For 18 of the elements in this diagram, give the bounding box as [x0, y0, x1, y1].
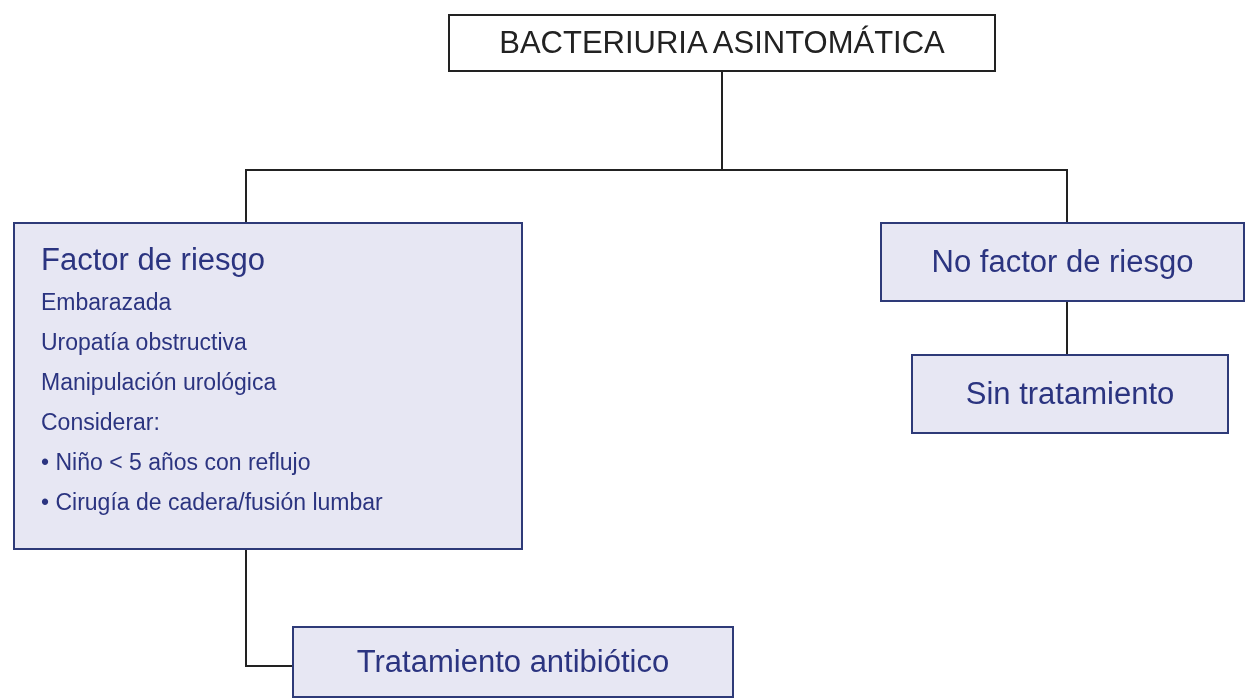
process-box [911, 354, 1229, 434]
box-heading: Tratamiento antibiótico [356, 642, 670, 681]
process-box [880, 222, 1245, 302]
box-heading: Factor de riesgo [41, 241, 265, 279]
box-heading: No factor de riesgo [931, 242, 1194, 281]
box-heading: BACTERIURIA ASINTOMÁTICA [499, 23, 945, 62]
process-box [292, 626, 734, 698]
box-text: Uropatía obstructiva [41, 328, 247, 358]
box-heading: Sin tratamiento [965, 374, 1175, 413]
connector-line [1066, 301, 1068, 355]
box-text: • Cirugía de cadera/fusión lumbar [41, 488, 383, 518]
box-text: Manipulación urológica [41, 368, 277, 398]
process-box [13, 222, 523, 550]
box-text: Considerar: [41, 408, 160, 438]
box-text: Embarazada [41, 288, 172, 318]
box-text: • Niño < 5 años con reflujo [41, 448, 311, 478]
connector-line [245, 549, 293, 667]
title-box [448, 14, 996, 72]
